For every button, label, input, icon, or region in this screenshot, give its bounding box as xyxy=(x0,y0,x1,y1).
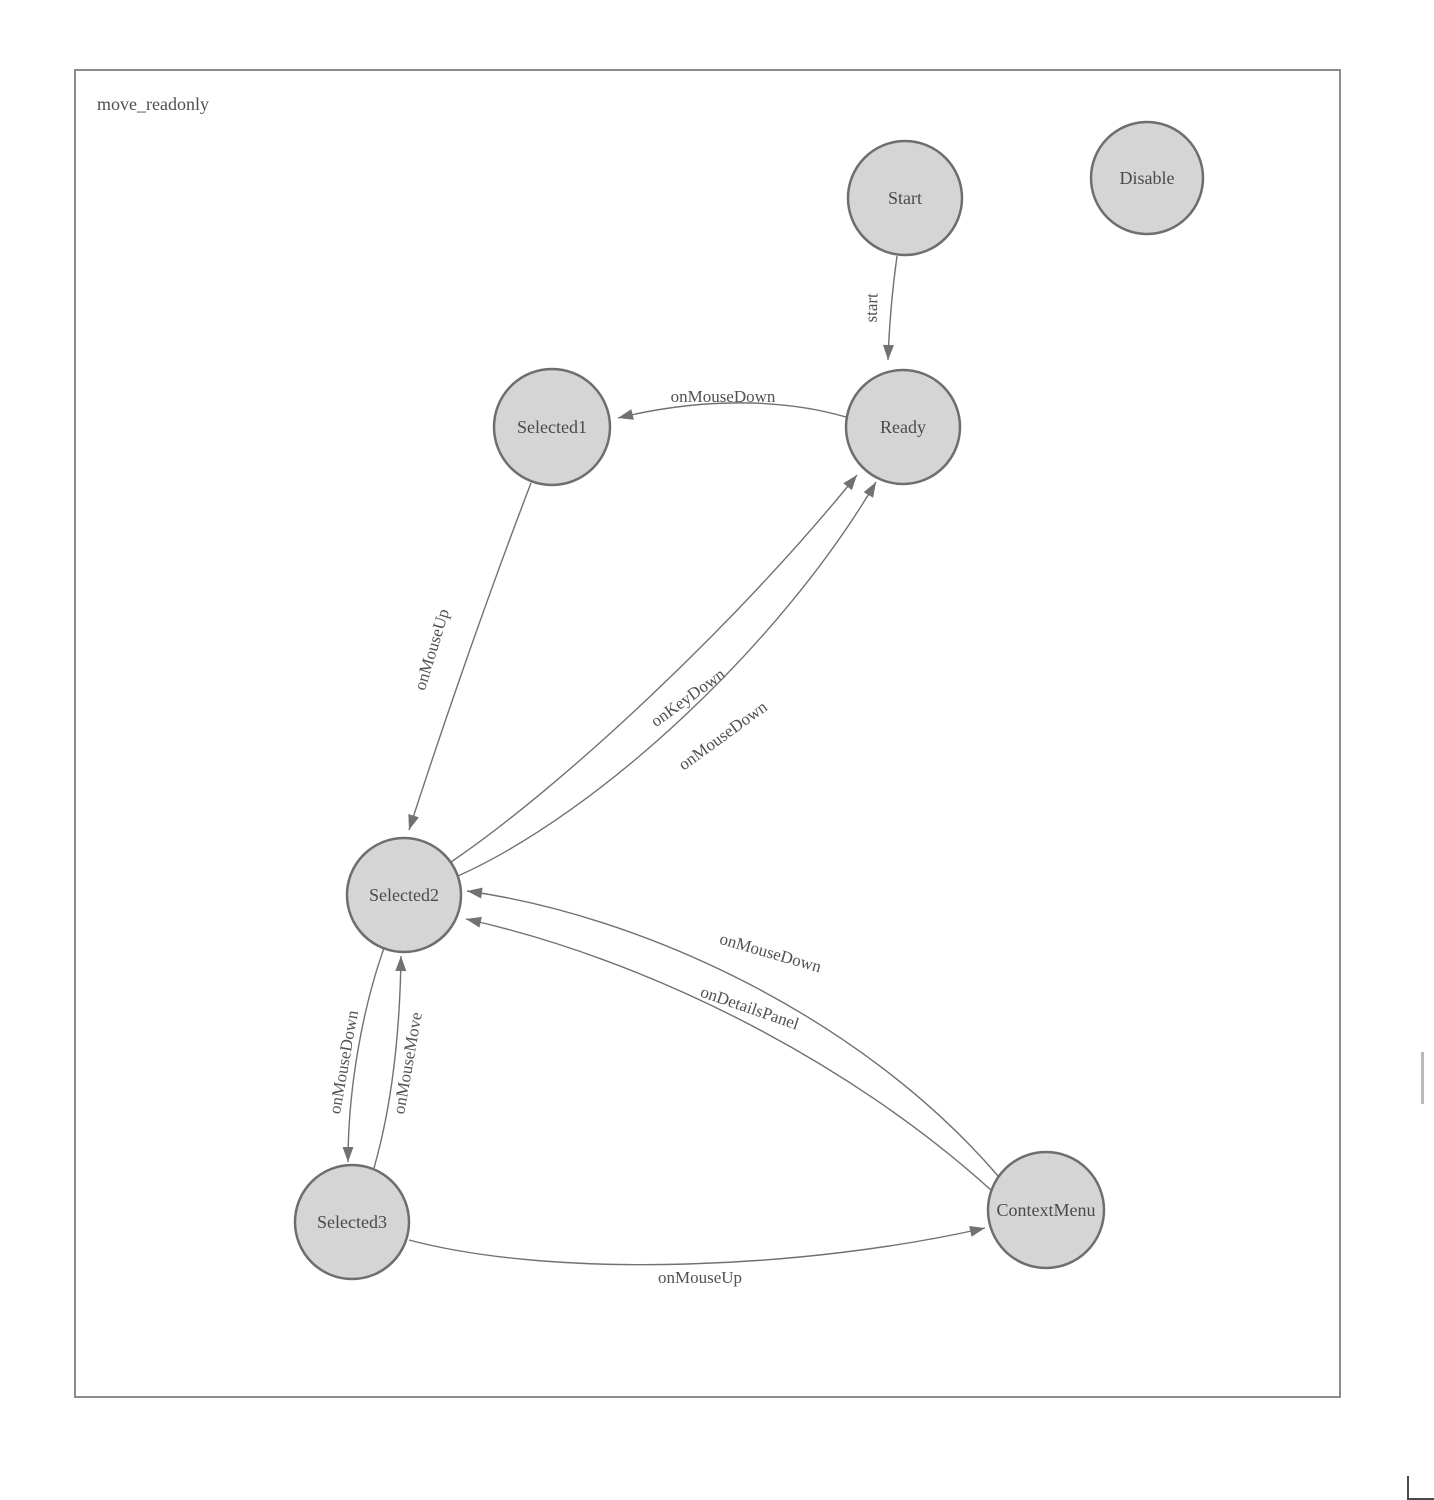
state-node-label: Selected2 xyxy=(369,885,439,905)
transition-contextmenu-selected2-ondetailspanel xyxy=(465,918,993,1192)
transition-selected3-selected2-onmousemove xyxy=(373,955,402,1169)
transition-label: onDetailsPanel xyxy=(698,982,802,1034)
state-node-selected3[interactable]: Selected3 xyxy=(293,1163,411,1281)
scrollbar-thumb[interactable] xyxy=(1421,1052,1424,1104)
arrowhead-icon xyxy=(843,475,857,491)
state-node-circle[interactable] xyxy=(492,367,612,487)
state-node-selected2[interactable]: Selected2 xyxy=(345,836,463,954)
transition-selected2-ready-onkeydown xyxy=(450,474,858,863)
transition-start-ready-start xyxy=(887,255,898,361)
transition-label: onKeyDown xyxy=(647,664,729,731)
diagram-title: move_readonly xyxy=(97,94,209,114)
transition-label: onMouseUp xyxy=(410,606,453,692)
transition-selected3-contextmenu-onmouseup xyxy=(408,1227,986,1266)
resize-corner xyxy=(1407,1476,1434,1500)
state-node-start[interactable]: Start xyxy=(846,139,964,257)
state-node-disable[interactable]: Disable xyxy=(1089,120,1205,236)
transition-label: start xyxy=(861,293,881,323)
transition-contextmenu-selected2-onmousedown xyxy=(466,890,1000,1178)
state-node-selected1[interactable]: Selected1 xyxy=(492,367,612,487)
transition-label: onMouseDown xyxy=(718,929,824,976)
state-node-label: Disable xyxy=(1120,168,1175,188)
state-node-circle[interactable] xyxy=(986,1150,1106,1270)
arrowhead-icon xyxy=(408,814,419,830)
state-node-label: ContextMenu xyxy=(997,1200,1096,1220)
arrowhead-icon xyxy=(969,1225,985,1237)
transition-label: onMouseDown xyxy=(675,697,771,774)
transition-label: onMouseUp xyxy=(658,1268,742,1287)
state-node-label: Ready xyxy=(880,417,926,437)
state-node-contextmenu[interactable]: ContextMenu xyxy=(986,1150,1106,1270)
transition-selected2-ready-onmousedown xyxy=(457,481,877,877)
arrowhead-icon xyxy=(883,344,894,360)
state-node-ready[interactable]: Ready xyxy=(844,368,962,486)
state-node-circle[interactable] xyxy=(1089,120,1205,236)
arrowhead-icon xyxy=(466,916,482,928)
state-node-circle[interactable] xyxy=(846,139,964,257)
state-node-circle[interactable] xyxy=(844,368,962,486)
diagram-frame xyxy=(74,69,1341,1398)
state-node-label: Start xyxy=(888,188,922,208)
arrowhead-icon xyxy=(395,956,407,972)
state-node-label: Selected1 xyxy=(517,417,587,437)
arrowhead-icon xyxy=(618,409,634,420)
transition-selected1-selected2-onmouseup xyxy=(408,482,532,831)
state-node-circle[interactable] xyxy=(293,1163,411,1281)
transition-selected2-selected3-onmousedown xyxy=(347,947,385,1163)
arrowhead-icon xyxy=(467,887,483,899)
arrowhead-icon xyxy=(863,482,876,498)
state-node-label: Selected3 xyxy=(317,1212,387,1232)
transition-label: onMouseDown xyxy=(671,387,776,406)
state-node-circle[interactable] xyxy=(345,836,463,954)
arrowhead-icon xyxy=(342,1147,354,1162)
transition-ready-selected1-onmousedown xyxy=(617,402,847,419)
